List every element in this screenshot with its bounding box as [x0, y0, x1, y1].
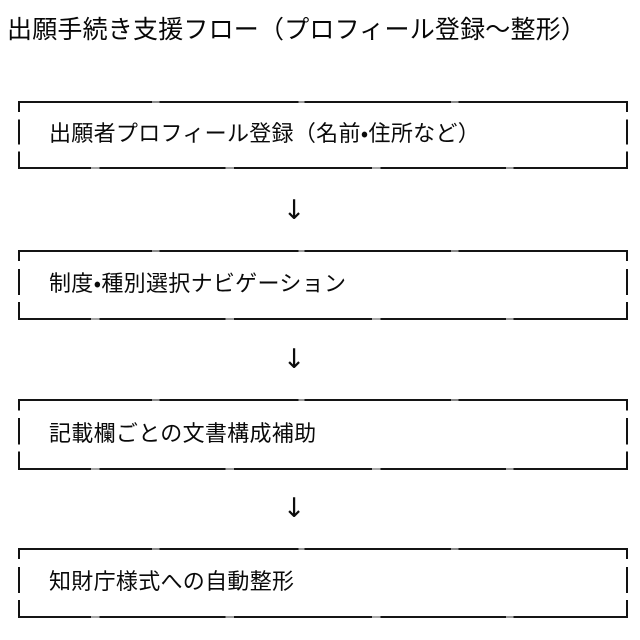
- flow-step-box-3: 記載欄ごとの文書構成補助: [18, 399, 628, 470]
- box-left-border: [18, 101, 20, 169]
- box-right-border: [626, 101, 628, 169]
- page-title: 出願手続き支援フロー（プロフィール登録～整形）: [7, 15, 587, 44]
- box-left-border: [18, 250, 20, 320]
- flow-step-label-1: 出願者プロフィール登録（名前・住所など）: [49, 122, 481, 147]
- down-arrow-icon-2: ↓: [282, 344, 306, 375]
- box-right-border: [626, 250, 628, 320]
- down-arrow-icon-3: ↓: [282, 493, 306, 524]
- flow-step-box-1: 出願者プロフィール登録（名前・住所など）: [18, 101, 628, 169]
- box-right-border: [626, 399, 628, 470]
- flow-step-label-4: 知財庁様式への自動整形: [49, 570, 295, 595]
- box-left-border: [18, 548, 20, 618]
- flow-step-label-2: 制度・種別選択ナビゲーション: [49, 272, 347, 297]
- box-right-border: [626, 548, 628, 618]
- down-arrow-icon-1: ↓: [282, 195, 306, 226]
- box-left-border: [18, 399, 20, 470]
- flow-step-box-4: 知財庁様式への自動整形: [18, 548, 628, 618]
- flow-step-label-3: 記載欄ごとの文書構成補助: [49, 421, 317, 447]
- flow-step-box-2: 制度・種別選択ナビゲーション: [18, 250, 628, 320]
